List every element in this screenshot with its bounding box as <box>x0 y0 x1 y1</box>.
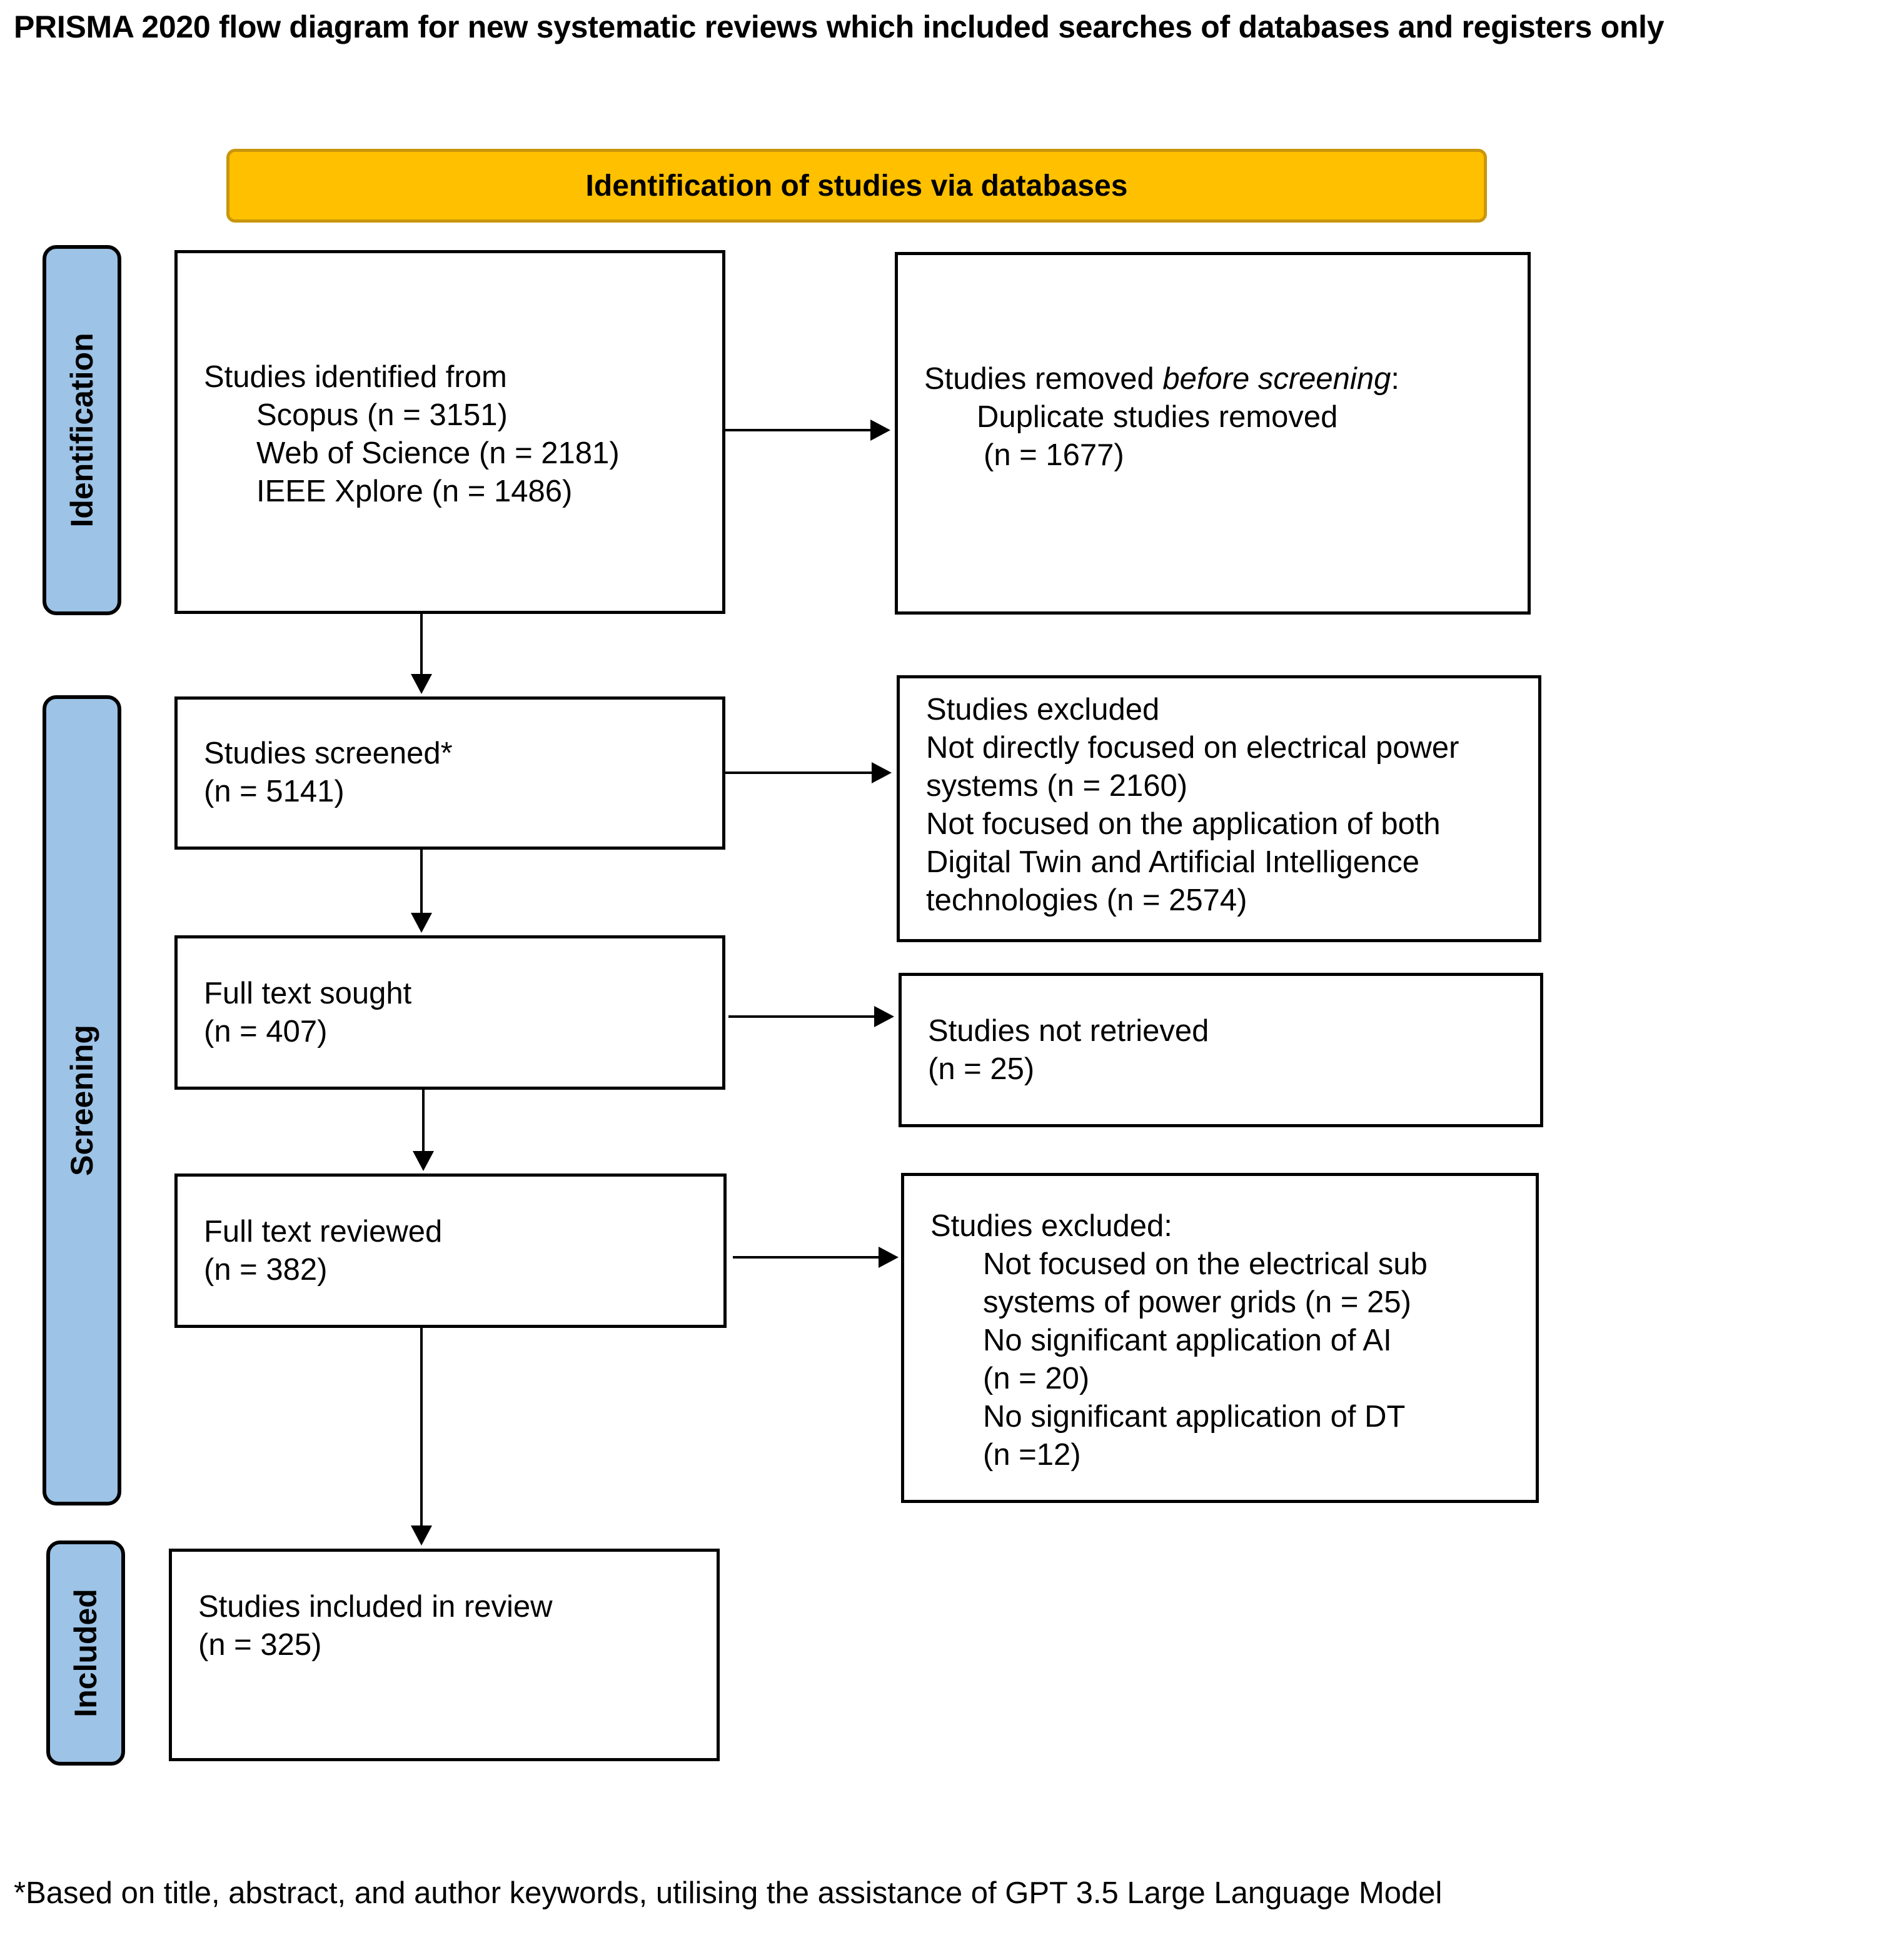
excluded1-line: Digital Twin and Artificial Intelligence <box>926 845 1419 879</box>
excluded2-line: systems of power grids (n = 25) <box>983 1285 1411 1319</box>
arrowhead-screened-to-excluded <box>872 762 892 783</box>
stage-included: Included <box>46 1540 125 1766</box>
excluded1-line: Not directly focused on electrical power <box>926 731 1459 765</box>
arrowhead-identified-to-screened <box>411 674 432 694</box>
box-studies-excluded-screening: Studies excluded Not directly focused on… <box>897 675 1541 942</box>
sought-count: (n = 407) <box>204 1015 328 1048</box>
box-studies-removed: Studies removed before screening: Duplic… <box>895 252 1531 615</box>
stage-screening: Screening <box>43 695 121 1505</box>
excluded2-line: No significant application of DT <box>983 1400 1406 1434</box>
identified-heading: Studies identified from <box>204 360 507 394</box>
reviewed-count: (n = 382) <box>204 1253 328 1287</box>
arrowhead-screened-to-sought <box>411 913 432 933</box>
not-retrieved-label: Studies not retrieved <box>928 1014 1209 1048</box>
removed-duplicates: Duplicate studies removed <box>977 400 1338 434</box>
included-count: (n = 325) <box>198 1628 322 1662</box>
screened-count: (n = 5141) <box>204 775 345 808</box>
box-studies-included: Studies included in review (n = 325) <box>169 1549 720 1761</box>
identification-banner: Identification of studies via databases <box>226 149 1487 223</box>
footnote: *Based on title, abstract, and author ke… <box>14 1876 1443 1910</box>
box-studies-screened: Studies screened* (n = 5141) <box>174 696 725 850</box>
sought-label: Full text sought <box>204 977 412 1010</box>
excluded2-line: Not focused on the electrical sub <box>983 1247 1428 1281</box>
excluded2-heading: Studies excluded: <box>930 1209 1172 1243</box>
box-studies-identified: Studies identified from Scopus (n = 3151… <box>174 250 725 614</box>
excluded1-line: technologies (n = 2574) <box>926 883 1247 917</box>
excluded1-line: Studies excluded <box>926 693 1160 726</box>
diagram-title: PRISMA 2020 flow diagram for new systema… <box>14 9 1665 44</box>
removed-heading: Studies removed before screening: <box>924 362 1399 396</box>
source-scopus: Scopus (n = 3151) <box>256 398 508 432</box>
included-label: Studies included in review <box>198 1590 553 1624</box>
arrowhead-reviewed-to-excluded <box>879 1247 899 1268</box>
excluded1-line: systems (n = 2160) <box>926 769 1188 803</box>
not-retrieved-count: (n = 25) <box>928 1052 1035 1086</box>
arrowhead-sought-to-not-retrieved <box>874 1006 894 1027</box>
excluded2-line: (n =12) <box>983 1438 1081 1472</box>
source-ieee-xplore: IEEE Xplore (n = 1486) <box>256 475 573 508</box>
stage-identification: Identification <box>43 245 121 615</box>
arrowhead-sought-to-reviewed <box>413 1151 434 1171</box>
screened-label: Studies screened* <box>204 736 453 770</box>
excluded2-line: No significant application of AI <box>983 1324 1392 1357</box>
excluded1-line: Not focused on the application of both <box>926 807 1441 841</box>
banner-label: Identification of studies via databases <box>585 169 1128 203</box>
box-studies-excluded-full-text: Studies excluded: Not focused on the ele… <box>901 1173 1539 1503</box>
box-full-text-reviewed: Full text reviewed (n = 382) <box>174 1174 727 1328</box>
box-full-text-sought: Full text sought (n = 407) <box>174 935 725 1090</box>
source-web-of-science: Web of Science (n = 2181) <box>256 436 620 470</box>
excluded2-line: (n = 20) <box>983 1362 1090 1395</box>
arrowhead-reviewed-to-included <box>411 1525 432 1545</box>
arrowhead-identified-to-removed <box>870 420 890 441</box>
box-studies-not-retrieved: Studies not retrieved (n = 25) <box>899 973 1543 1127</box>
removed-count: (n = 1677) <box>984 438 1124 472</box>
reviewed-label: Full text reviewed <box>204 1215 443 1249</box>
